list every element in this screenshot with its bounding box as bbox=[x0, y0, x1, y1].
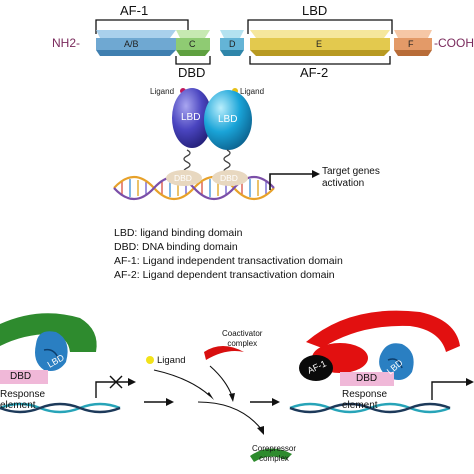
legend-dbd: DBD: DNA binding domain bbox=[114, 241, 238, 253]
dna-left-a bbox=[0, 402, 121, 414]
segment-d bbox=[220, 30, 244, 56]
corepressor-label: Corepressor complex bbox=[252, 444, 297, 463]
dbd-bracket bbox=[175, 56, 211, 65]
dbd-label-left-mech: DBD bbox=[10, 371, 32, 382]
dbd-box-right bbox=[340, 372, 394, 386]
coactivator-right bbox=[306, 310, 460, 352]
ligand-label-left: Ligand bbox=[150, 87, 175, 96]
af1-oval-right bbox=[299, 355, 333, 381]
segment-e-label: E bbox=[316, 39, 323, 49]
segment-f-label: F bbox=[408, 39, 414, 49]
lbd-right-shape bbox=[379, 343, 414, 380]
af1-bracket bbox=[95, 19, 189, 34]
dbd-box-left bbox=[0, 370, 48, 384]
response-element-right: Response element bbox=[342, 389, 388, 411]
legend-lbd: LBD: ligand binding domain bbox=[114, 227, 243, 239]
ligand-dot bbox=[146, 356, 154, 364]
dna-left-b bbox=[0, 402, 121, 414]
hinge-left bbox=[183, 149, 191, 175]
activation-arrow bbox=[431, 381, 466, 400]
ligand-label-right: Ligand bbox=[240, 87, 265, 96]
lbd-blob-left bbox=[172, 88, 212, 148]
segment-f bbox=[394, 30, 432, 56]
dimer-graphic bbox=[113, 88, 320, 201]
dbd-label-right: DBD bbox=[220, 173, 238, 183]
legend-af2: AF-2: Ligand dependent transactivation d… bbox=[114, 269, 335, 281]
segment-d-label: D bbox=[229, 39, 236, 49]
target-arrow bbox=[269, 173, 312, 190]
segment-c bbox=[176, 30, 210, 56]
corepressor-curve bbox=[197, 401, 263, 431]
hinge-right bbox=[223, 149, 231, 175]
af2-label: AF-2 bbox=[300, 65, 329, 80]
target-genes-label: Target genes activation bbox=[322, 166, 380, 189]
lbd-bracket bbox=[247, 19, 393, 34]
target-arrowhead bbox=[312, 170, 320, 178]
lbd-blob-right bbox=[204, 90, 252, 150]
coactivator-small bbox=[204, 346, 244, 360]
segment-ab-label: A/B bbox=[124, 39, 139, 49]
segment-e bbox=[250, 30, 390, 56]
ligand-label-mech: Ligand bbox=[157, 355, 186, 366]
lbd-label-left: LBD bbox=[181, 112, 201, 123]
segment-ab bbox=[96, 30, 176, 56]
dbd-label: DBD bbox=[178, 65, 206, 80]
c-terminus-label: -COOH bbox=[434, 36, 474, 50]
legend-af1: AF-1: Ligand independent transactivation… bbox=[114, 255, 343, 267]
coactivator-label: Coactivator complex bbox=[222, 329, 263, 348]
response-element-left: Response element bbox=[0, 389, 46, 411]
af1-label: AF-1 bbox=[120, 3, 149, 18]
lbd-label-right: LBD bbox=[218, 114, 238, 125]
n-terminus-label: NH2- bbox=[52, 36, 81, 50]
dbd-label-right-mech: DBD bbox=[356, 373, 378, 384]
blocked-arrow bbox=[95, 381, 128, 398]
af2-bracket bbox=[249, 56, 391, 65]
dbd-oval-right bbox=[212, 170, 248, 186]
dbd-oval-left bbox=[166, 170, 202, 186]
dbd-label-left: DBD bbox=[174, 173, 192, 183]
dna-right-b bbox=[289, 402, 451, 414]
ligand-curve bbox=[153, 369, 211, 397]
lbd-label: LBD bbox=[302, 3, 328, 18]
segment-c-label: C bbox=[189, 39, 196, 49]
corepressor-small bbox=[250, 448, 292, 462]
mechanism-graphic bbox=[0, 310, 474, 462]
coactivator-curve bbox=[209, 365, 233, 397]
domain-bar-graphic bbox=[95, 19, 432, 65]
